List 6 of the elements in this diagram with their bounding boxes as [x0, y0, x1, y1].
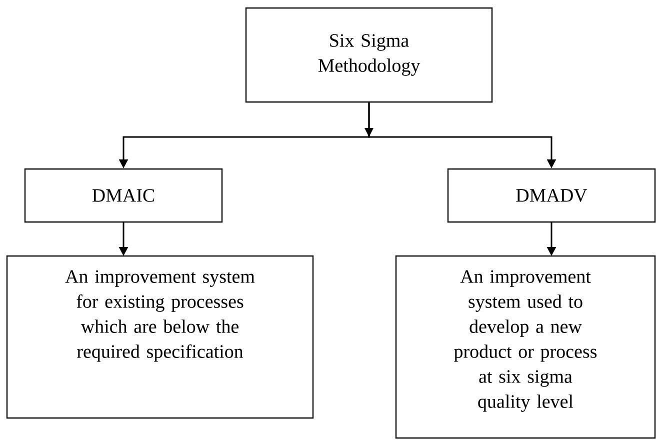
description-box: An improvement system used to develop a new product or process at six sigma quality level	[395, 255, 656, 439]
description-box: An improvement system for existing processes which are below the required specification	[6, 255, 314, 419]
method-box: DMAIC	[24, 168, 223, 223]
title-box: Six Sigma Methodology	[245, 7, 493, 103]
method-box: DMADV	[447, 168, 656, 223]
arrowhead	[364, 128, 374, 137]
